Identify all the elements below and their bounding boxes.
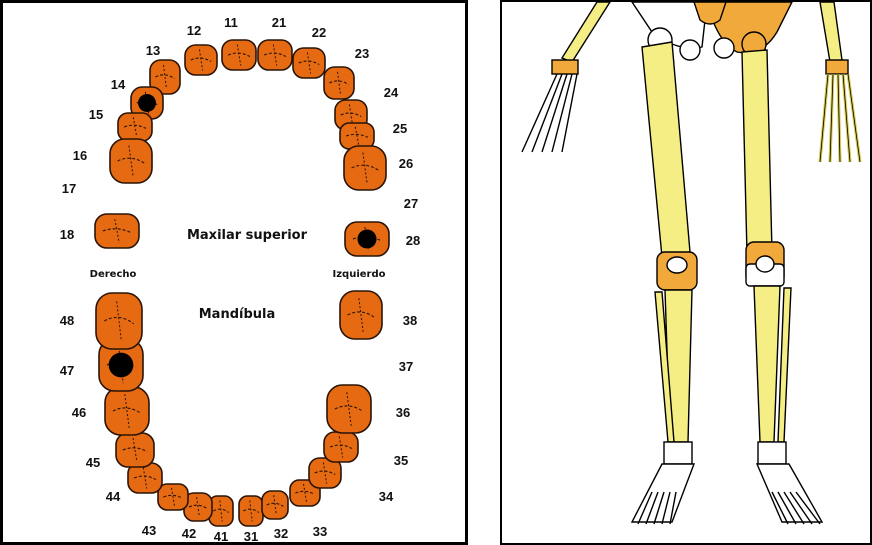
tooth-number-45: 45 — [86, 455, 100, 470]
tooth-25 — [340, 123, 374, 149]
maxilar-superior-label: Maxilar superior — [187, 228, 308, 243]
tooth-number-37: 37 — [399, 359, 413, 374]
patella-right — [756, 256, 774, 272]
wrist-right — [826, 60, 848, 74]
tooth-number-41: 41 — [214, 529, 228, 542]
tooth-number-38: 38 — [403, 313, 417, 328]
tooth-21 — [258, 40, 292, 70]
tooth-number-33: 33 — [313, 524, 327, 539]
femur-left — [642, 42, 690, 257]
tooth-number-21: 21 — [272, 15, 286, 30]
tooth-number-31: 31 — [244, 529, 258, 542]
tooth-number-44: 44 — [106, 489, 121, 504]
tooth-35 — [324, 432, 358, 462]
tooth-number-18: 18 — [60, 227, 74, 242]
tooth-number-42: 42 — [182, 526, 196, 541]
wrist-left — [552, 60, 578, 74]
tooth-number-32: 32 — [274, 526, 288, 541]
tooth-32 — [262, 491, 288, 519]
tooth-38 — [340, 291, 382, 339]
tooth-18 — [95, 214, 139, 248]
derecho-label: Derecho — [90, 269, 137, 280]
tooth-number-25: 25 — [393, 121, 407, 136]
tooth-number-17: 17 — [62, 181, 76, 196]
tooth-48 — [96, 293, 142, 349]
tooth-number-28: 28 — [406, 233, 420, 248]
ankle-left — [664, 442, 692, 464]
patella-left — [667, 257, 687, 273]
cavity-mark — [357, 229, 376, 248]
tooth-46 — [105, 387, 149, 435]
tooth-number-24: 24 — [384, 85, 399, 100]
tibia-right — [754, 286, 780, 442]
dental-chart: 11 12 13 14 15 16 17 18 21 22 23 24 25 26 27 28 31 32 33 34… — [3, 3, 465, 542]
cavity-mark — [138, 94, 156, 112]
tooth-15 — [118, 113, 152, 141]
tooth-number-34: 34 — [379, 489, 394, 504]
tooth-26 — [344, 146, 386, 190]
tooth-number-14: 14 — [111, 77, 126, 92]
tooth-number-15: 15 — [89, 107, 103, 122]
tooth-28 — [345, 222, 389, 256]
fibula-right — [778, 288, 791, 442]
skeleton-diagram — [502, 2, 870, 543]
hip-socket-left — [680, 40, 700, 60]
tooth-number-46: 46 — [72, 405, 86, 420]
tooth-number-35: 35 — [394, 453, 408, 468]
forearm-left — [562, 2, 610, 62]
tooth-36 — [327, 385, 371, 433]
femur-right — [742, 50, 772, 254]
tooth-31 — [239, 496, 263, 526]
tooth-number-12: 12 — [187, 23, 201, 38]
hip-socket-right — [714, 38, 734, 58]
tooth-number-16: 16 — [73, 148, 87, 163]
tooth-number-13: 13 — [146, 43, 160, 58]
tooth-number-23: 23 — [355, 46, 369, 61]
mandibula-label: Mandíbula — [199, 307, 276, 322]
tooth-number-26: 26 — [399, 156, 413, 171]
izquierdo-label: Izquierdo — [333, 269, 386, 280]
tooth-23 — [324, 67, 354, 99]
skeleton-panel — [500, 0, 872, 545]
tooth-11 — [222, 40, 256, 70]
tooth-number-22: 22 — [312, 25, 326, 40]
skeleton-lower-body — [522, 2, 860, 524]
tooth-12 — [185, 45, 217, 75]
tooth-number-11: 11 — [224, 15, 238, 30]
dental-chart-panel: 11 12 13 14 15 16 17 18 21 22 23 24 25 26 27 28 31 32 33 34… — [0, 0, 468, 545]
tooth-number-47: 47 — [60, 363, 74, 378]
ankle-right — [758, 442, 786, 464]
tooth-number-48: 48 — [60, 313, 74, 328]
tooth-number-43: 43 — [142, 523, 156, 538]
tooth-number-36: 36 — [396, 405, 410, 420]
tooth-22 — [293, 48, 325, 78]
tooth-16 — [110, 139, 152, 183]
tooth-45 — [116, 433, 154, 467]
tooth-number-27: 27 — [404, 196, 418, 211]
cavity-mark — [109, 353, 134, 378]
tooth-43 — [158, 484, 188, 510]
forearm-right — [820, 2, 842, 62]
